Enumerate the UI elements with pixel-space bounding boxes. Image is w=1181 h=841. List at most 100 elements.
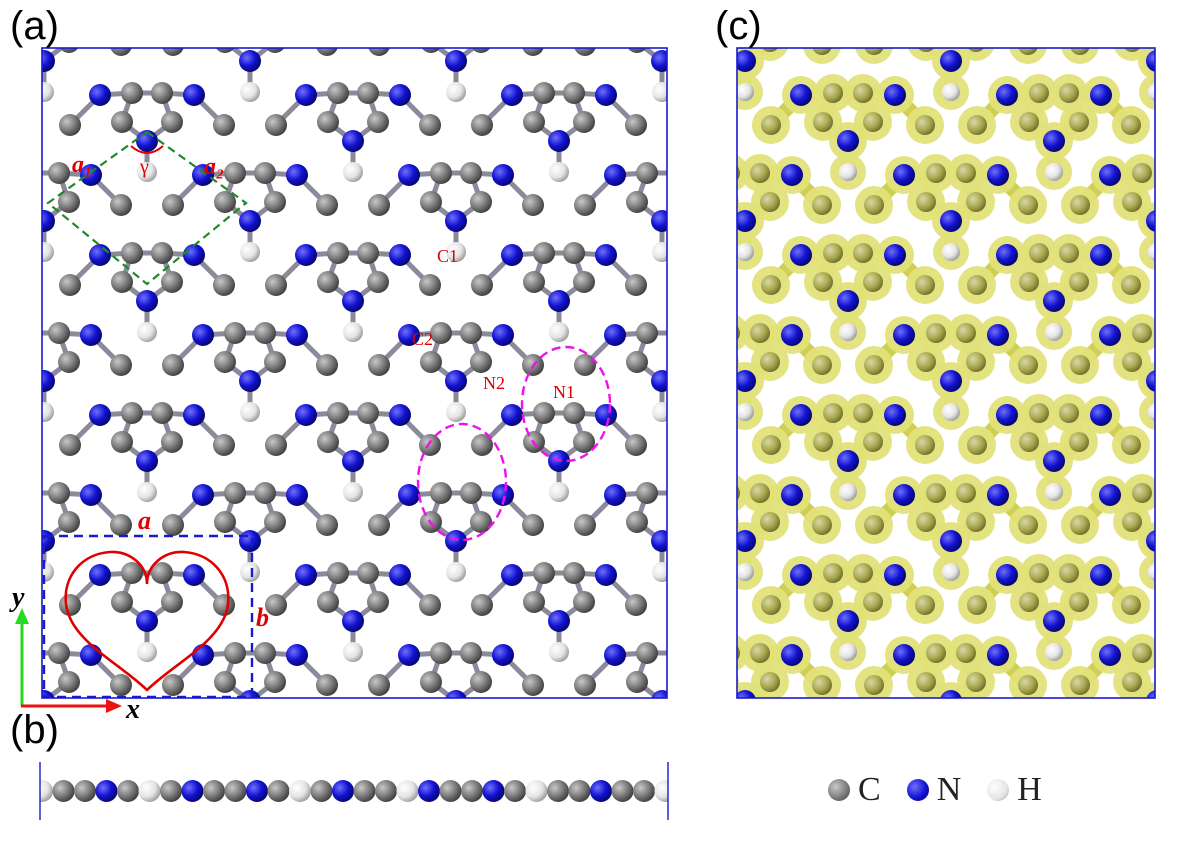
carbon-atom [419, 434, 441, 456]
y-axis-head [15, 608, 29, 624]
nitrogen-atom [687, 644, 709, 666]
nitrogen-atom [1043, 770, 1065, 792]
carbon-atom [151, 562, 173, 584]
nitrogen-atom [837, 610, 859, 632]
carbon-atom [729, 751, 751, 773]
nitrogen-atom [342, 130, 364, 152]
carbon-atom [611, 780, 634, 802]
nitrogen-atom [781, 324, 803, 346]
carbon-atom [813, 272, 833, 292]
carbon-atom [161, 431, 183, 453]
carbon-atom [573, 751, 595, 773]
carbon-atom [625, 434, 647, 456]
carbon-atom [812, 355, 832, 375]
nitrogen-atom [604, 324, 626, 346]
carbon-atom [710, 192, 730, 212]
carbon-atom [52, 780, 75, 802]
nitrogen-atom [332, 780, 354, 802]
nitrogen-atom [737, 50, 756, 72]
carbon-atom [1019, 592, 1039, 612]
nitrogen-atom [996, 84, 1018, 106]
carbon-atom [430, 162, 452, 184]
carbon-atom [617, 723, 637, 743]
hydrogen-atom [549, 322, 569, 342]
hydrogen-atom [343, 162, 363, 182]
carbon-atom [729, 591, 751, 613]
carbon-atom [573, 591, 595, 613]
hydrogen-atom [1045, 3, 1063, 21]
carbon-atom [357, 82, 379, 104]
nitrogen-atom [687, 4, 709, 26]
carbon-atom [470, 351, 492, 373]
carbon-atom [151, 402, 173, 424]
carbon-atom [470, 671, 492, 693]
nitrogen-atom [584, 724, 606, 746]
nitrogen-atom [89, 404, 111, 426]
carbon-atom [430, 322, 452, 344]
carbon-atom [916, 512, 936, 532]
nitrogen-atom [707, 564, 729, 586]
carbon-atom [1172, 512, 1181, 532]
carbon-atom [162, 194, 184, 216]
carbon-atom [213, 594, 235, 616]
nitrogen-atom [192, 4, 214, 26]
panel-a-cell-border [41, 47, 668, 699]
carbon-atom [547, 780, 569, 802]
panel-label-a: (a) [10, 4, 59, 48]
nitrogen-atom [987, 644, 1009, 666]
nitrogen-atom [687, 484, 709, 506]
carbon-atom [254, 482, 276, 504]
carbon-atom [18, 162, 40, 184]
label-N2: N2 [483, 373, 505, 393]
nitrogen-atom [239, 530, 261, 552]
nitrogen-atom [604, 164, 626, 186]
carbon-atom [666, 2, 688, 24]
carbon-atom [1173, 435, 1181, 455]
carbon-atom [926, 323, 946, 343]
carbon-atom [18, 482, 40, 504]
carbon-atom [1059, 403, 1079, 423]
carbon-atom [317, 751, 339, 773]
hydrogen-atom [396, 780, 419, 802]
hydrogen-atom [654, 780, 668, 802]
carbon-atom [1132, 643, 1152, 663]
carbon-atom [327, 562, 349, 584]
hydrogen-atom [737, 403, 754, 421]
carbon-atom [760, 672, 780, 692]
carbon-atom [265, 594, 287, 616]
carbon-atom [760, 192, 780, 212]
carbon-atom [110, 354, 132, 376]
carbon-atom [419, 754, 441, 776]
nitrogen-atom [501, 244, 523, 266]
carbon-atom [956, 163, 976, 183]
carbon-atom [853, 723, 873, 743]
hydrogen-atom [240, 82, 260, 102]
hydrogen-atom [1148, 83, 1155, 101]
carbon-atom [316, 194, 338, 216]
carbon-atom [1019, 112, 1039, 132]
nitrogen-atom [492, 484, 514, 506]
carbon-atom [617, 563, 637, 583]
nitrogen-atom [136, 450, 158, 472]
carbon-atom [1132, 323, 1152, 343]
carbon-atom [916, 192, 936, 212]
panel-a-structure [7, 2, 751, 776]
nitrogen-atom [707, 84, 729, 106]
carbon-atom [864, 515, 884, 535]
carbon-atom [430, 642, 452, 664]
panel-label-b: (b) [10, 708, 59, 752]
carbon-atom [7, 754, 29, 776]
carbon-atom [1018, 515, 1038, 535]
nitrogen-atom [1090, 404, 1112, 426]
carbon-atom [823, 243, 843, 263]
carbon-atom [316, 514, 338, 536]
nitrogen-atom [286, 644, 308, 666]
carbon-atom [471, 594, 493, 616]
carbon-atom [1059, 83, 1079, 103]
nitrogen-atom [678, 244, 700, 266]
nitrogen-atom [548, 290, 570, 312]
hydrogen-atom [446, 402, 466, 422]
nitrogen-atom [246, 780, 268, 802]
carbon-atom [915, 115, 935, 135]
carbon-atom [214, 511, 236, 533]
